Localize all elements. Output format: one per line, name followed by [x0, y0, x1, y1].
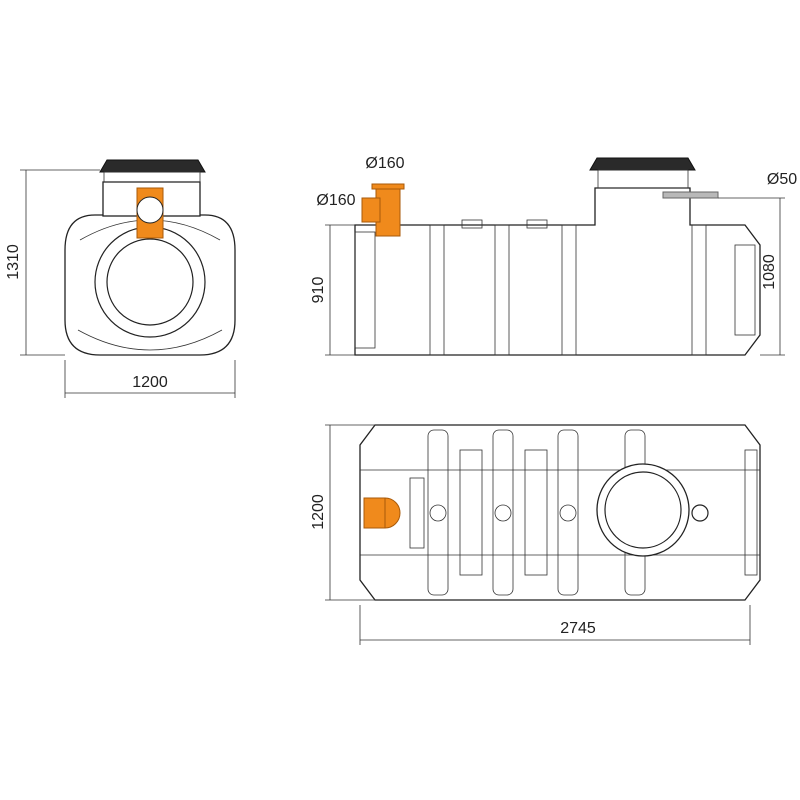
front-height-label: 1310	[5, 244, 22, 280]
vent-label: Ø50	[767, 171, 797, 188]
top-length-label: 2745	[560, 620, 596, 637]
side-view: Ø160 Ø160 Ø50 910 1080	[310, 155, 797, 356]
body-height-label: 910	[310, 277, 327, 304]
top-width-label: 1200	[310, 494, 327, 530]
horizontal-inlet-label: Ø160	[316, 192, 355, 209]
vertical-inlet-label: Ø160	[365, 155, 404, 172]
front-view: 1310 1200	[5, 159, 236, 398]
total-height-label: 1080	[761, 254, 778, 290]
front-width-label: 1200	[132, 374, 168, 391]
top-view: 1200 2745	[310, 424, 761, 645]
